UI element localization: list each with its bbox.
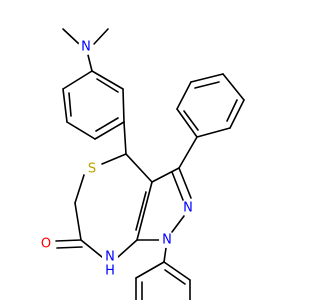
bond-ph1-4 xyxy=(190,73,224,83)
bond-methyl-right xyxy=(93,28,109,45)
bond-ph1-double-a xyxy=(226,99,238,122)
atom-label-n-dimethylamino: N xyxy=(81,40,91,55)
bond-n2-n1 xyxy=(171,215,185,233)
atom-labels: N S O N H N N xyxy=(38,39,196,279)
bond-ch2-co xyxy=(74,202,82,241)
bond-n-aryl xyxy=(87,54,93,72)
bond-c3-n2-b xyxy=(171,171,184,201)
bond-aryl-c4 xyxy=(123,121,127,155)
bond-pyrazole-inner xyxy=(135,191,147,231)
bond-aryl-4 xyxy=(66,121,96,140)
atom-label-nh-nitrogen: N xyxy=(105,250,115,265)
bond-c4-s xyxy=(101,153,127,165)
bond-c3a-c7a xyxy=(136,181,153,241)
chemical-structure-diagram: N S O N H N N xyxy=(38,28,245,300)
atom-label-n-pyrazole-2: N xyxy=(183,201,193,216)
atom-label-n-pyrazole-1: N xyxy=(162,233,172,248)
bond-ph1-2 xyxy=(229,99,245,129)
bond-aryl-6 xyxy=(62,70,93,90)
atom-bg-sulfur xyxy=(84,161,100,177)
atom-bg-oxygen xyxy=(38,236,54,252)
bond-c3-phenyl xyxy=(178,136,198,169)
bond-methyl-left xyxy=(62,28,80,45)
bond-group xyxy=(55,28,245,300)
bond-carbonyl-2 xyxy=(56,246,83,249)
bond-nh-c xyxy=(117,239,138,258)
bond-ph1-5 xyxy=(176,81,192,110)
bond-ph2-double-a xyxy=(164,269,186,285)
atom-label-oxygen: O xyxy=(41,237,51,252)
bond-ph1-3 xyxy=(222,73,245,101)
atom-label-sulfur: S xyxy=(88,162,96,177)
bond-c3a-c3 xyxy=(151,167,180,183)
bond-ph2-1 xyxy=(163,261,191,281)
atom-bg-nh xyxy=(102,249,118,265)
bond-ph1-6 xyxy=(176,108,198,138)
bond-aryl-5 xyxy=(62,88,68,123)
bond-ph1-1 xyxy=(196,127,231,138)
atom-bg-n-dimethylamino xyxy=(78,39,94,55)
bond-c4-c3a xyxy=(125,153,153,183)
bond-co-nh xyxy=(80,239,103,258)
bond-ph2-3 xyxy=(135,261,165,279)
atom-label-nh-hydrogen: H xyxy=(105,264,115,279)
bond-aryl-double-c xyxy=(68,92,72,117)
atom-bg-n-pyrazole-1 xyxy=(159,232,175,248)
bond-aryl-3 xyxy=(94,121,125,140)
bond-c3-n2-a xyxy=(178,167,192,199)
bond-carbonyl-1 xyxy=(55,239,82,242)
bond-ph1-double-c xyxy=(183,110,199,131)
bond-aryl-1 xyxy=(91,70,124,90)
bond-aryl-double-a xyxy=(96,78,119,93)
bond-n1-phenyl xyxy=(163,247,167,263)
atom-bg-n-pyrazole-2 xyxy=(180,200,196,216)
bond-s-ch2 xyxy=(74,174,85,204)
bond-ph1-double-b xyxy=(194,81,220,89)
bond-aryl-double-b xyxy=(95,117,119,132)
bond-aryl-2 xyxy=(122,88,125,123)
